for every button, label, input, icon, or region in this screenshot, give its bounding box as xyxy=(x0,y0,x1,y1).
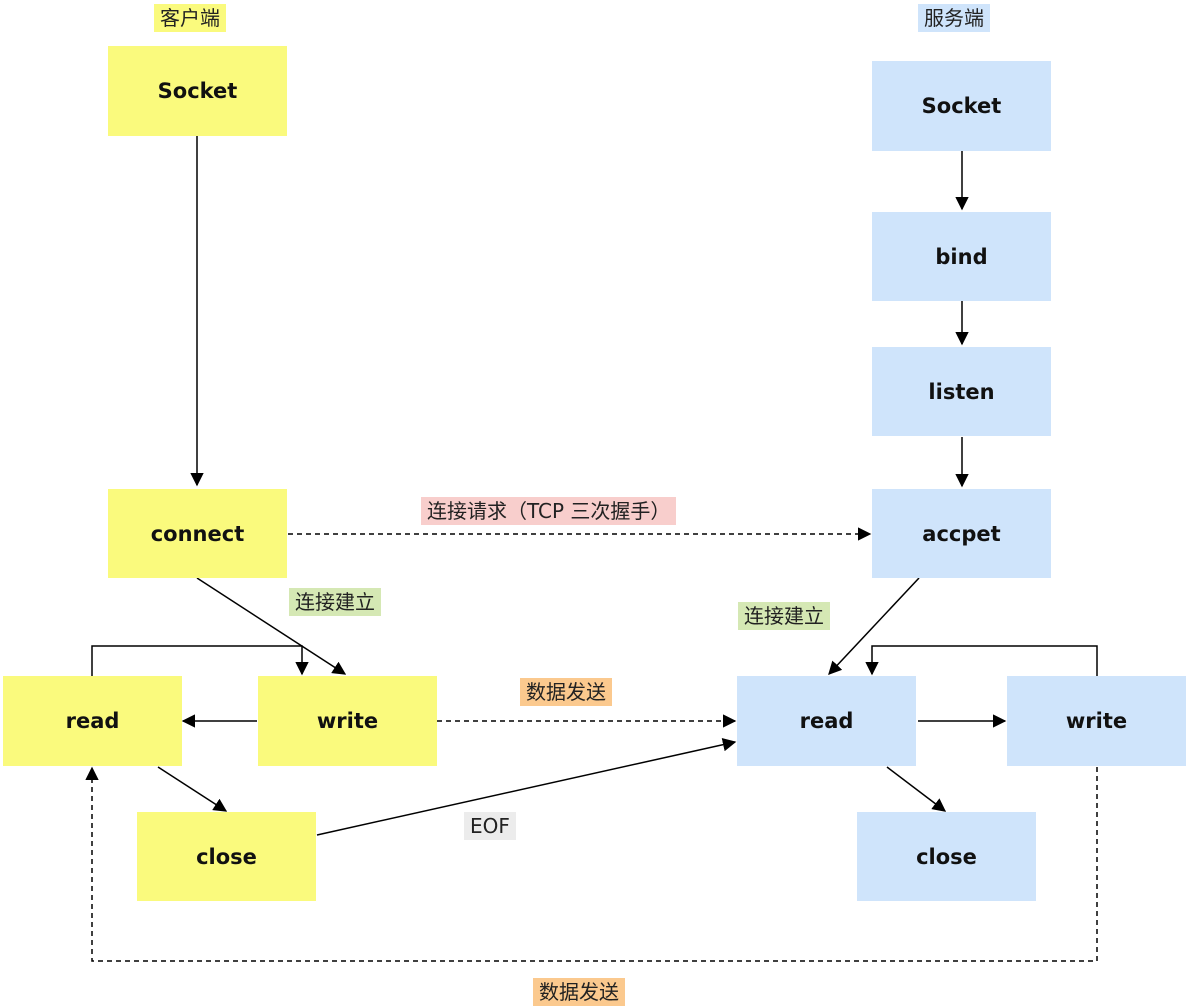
data-send-bottom-label: 数据发送 xyxy=(533,978,625,1006)
server-close-box: close xyxy=(857,812,1036,901)
arrow-client-read-to-close xyxy=(157,766,228,812)
server-bind-box: bind xyxy=(872,212,1051,301)
client-socket-box: Socket xyxy=(108,46,287,136)
client-read-box: read xyxy=(3,676,182,766)
arrow-server-write-to-client-read xyxy=(85,766,1098,962)
server-socket-box: Socket xyxy=(872,61,1051,151)
arrow-server-read-to-close xyxy=(886,766,947,812)
eof-label: EOF xyxy=(464,812,516,840)
handshake-label: 连接请求（TCP 三次握手） xyxy=(421,497,677,525)
data-send-top-label: 数据发送 xyxy=(520,678,612,706)
client-write-box: write xyxy=(258,676,437,766)
server-listen-box: listen xyxy=(872,347,1051,436)
server-write-box: write xyxy=(1007,676,1186,766)
server-read-box: read xyxy=(737,676,916,766)
arrow-connect-to-write xyxy=(196,577,347,675)
arrow-client-close-to-server-read xyxy=(316,738,737,836)
client-close-box: close xyxy=(137,812,316,901)
arrow-accept-to-server-read xyxy=(828,577,920,675)
server-established-label: 连接建立 xyxy=(738,602,830,630)
client-header: 客户端 xyxy=(154,4,226,32)
arrow-client-read-loop xyxy=(91,645,309,676)
server-header: 服务端 xyxy=(918,4,990,32)
client-established-label: 连接建立 xyxy=(289,588,381,616)
server-accept-box: accpet xyxy=(872,489,1051,578)
client-connect-box: connect xyxy=(108,489,287,578)
arrow-server-write-loop xyxy=(865,645,1098,676)
